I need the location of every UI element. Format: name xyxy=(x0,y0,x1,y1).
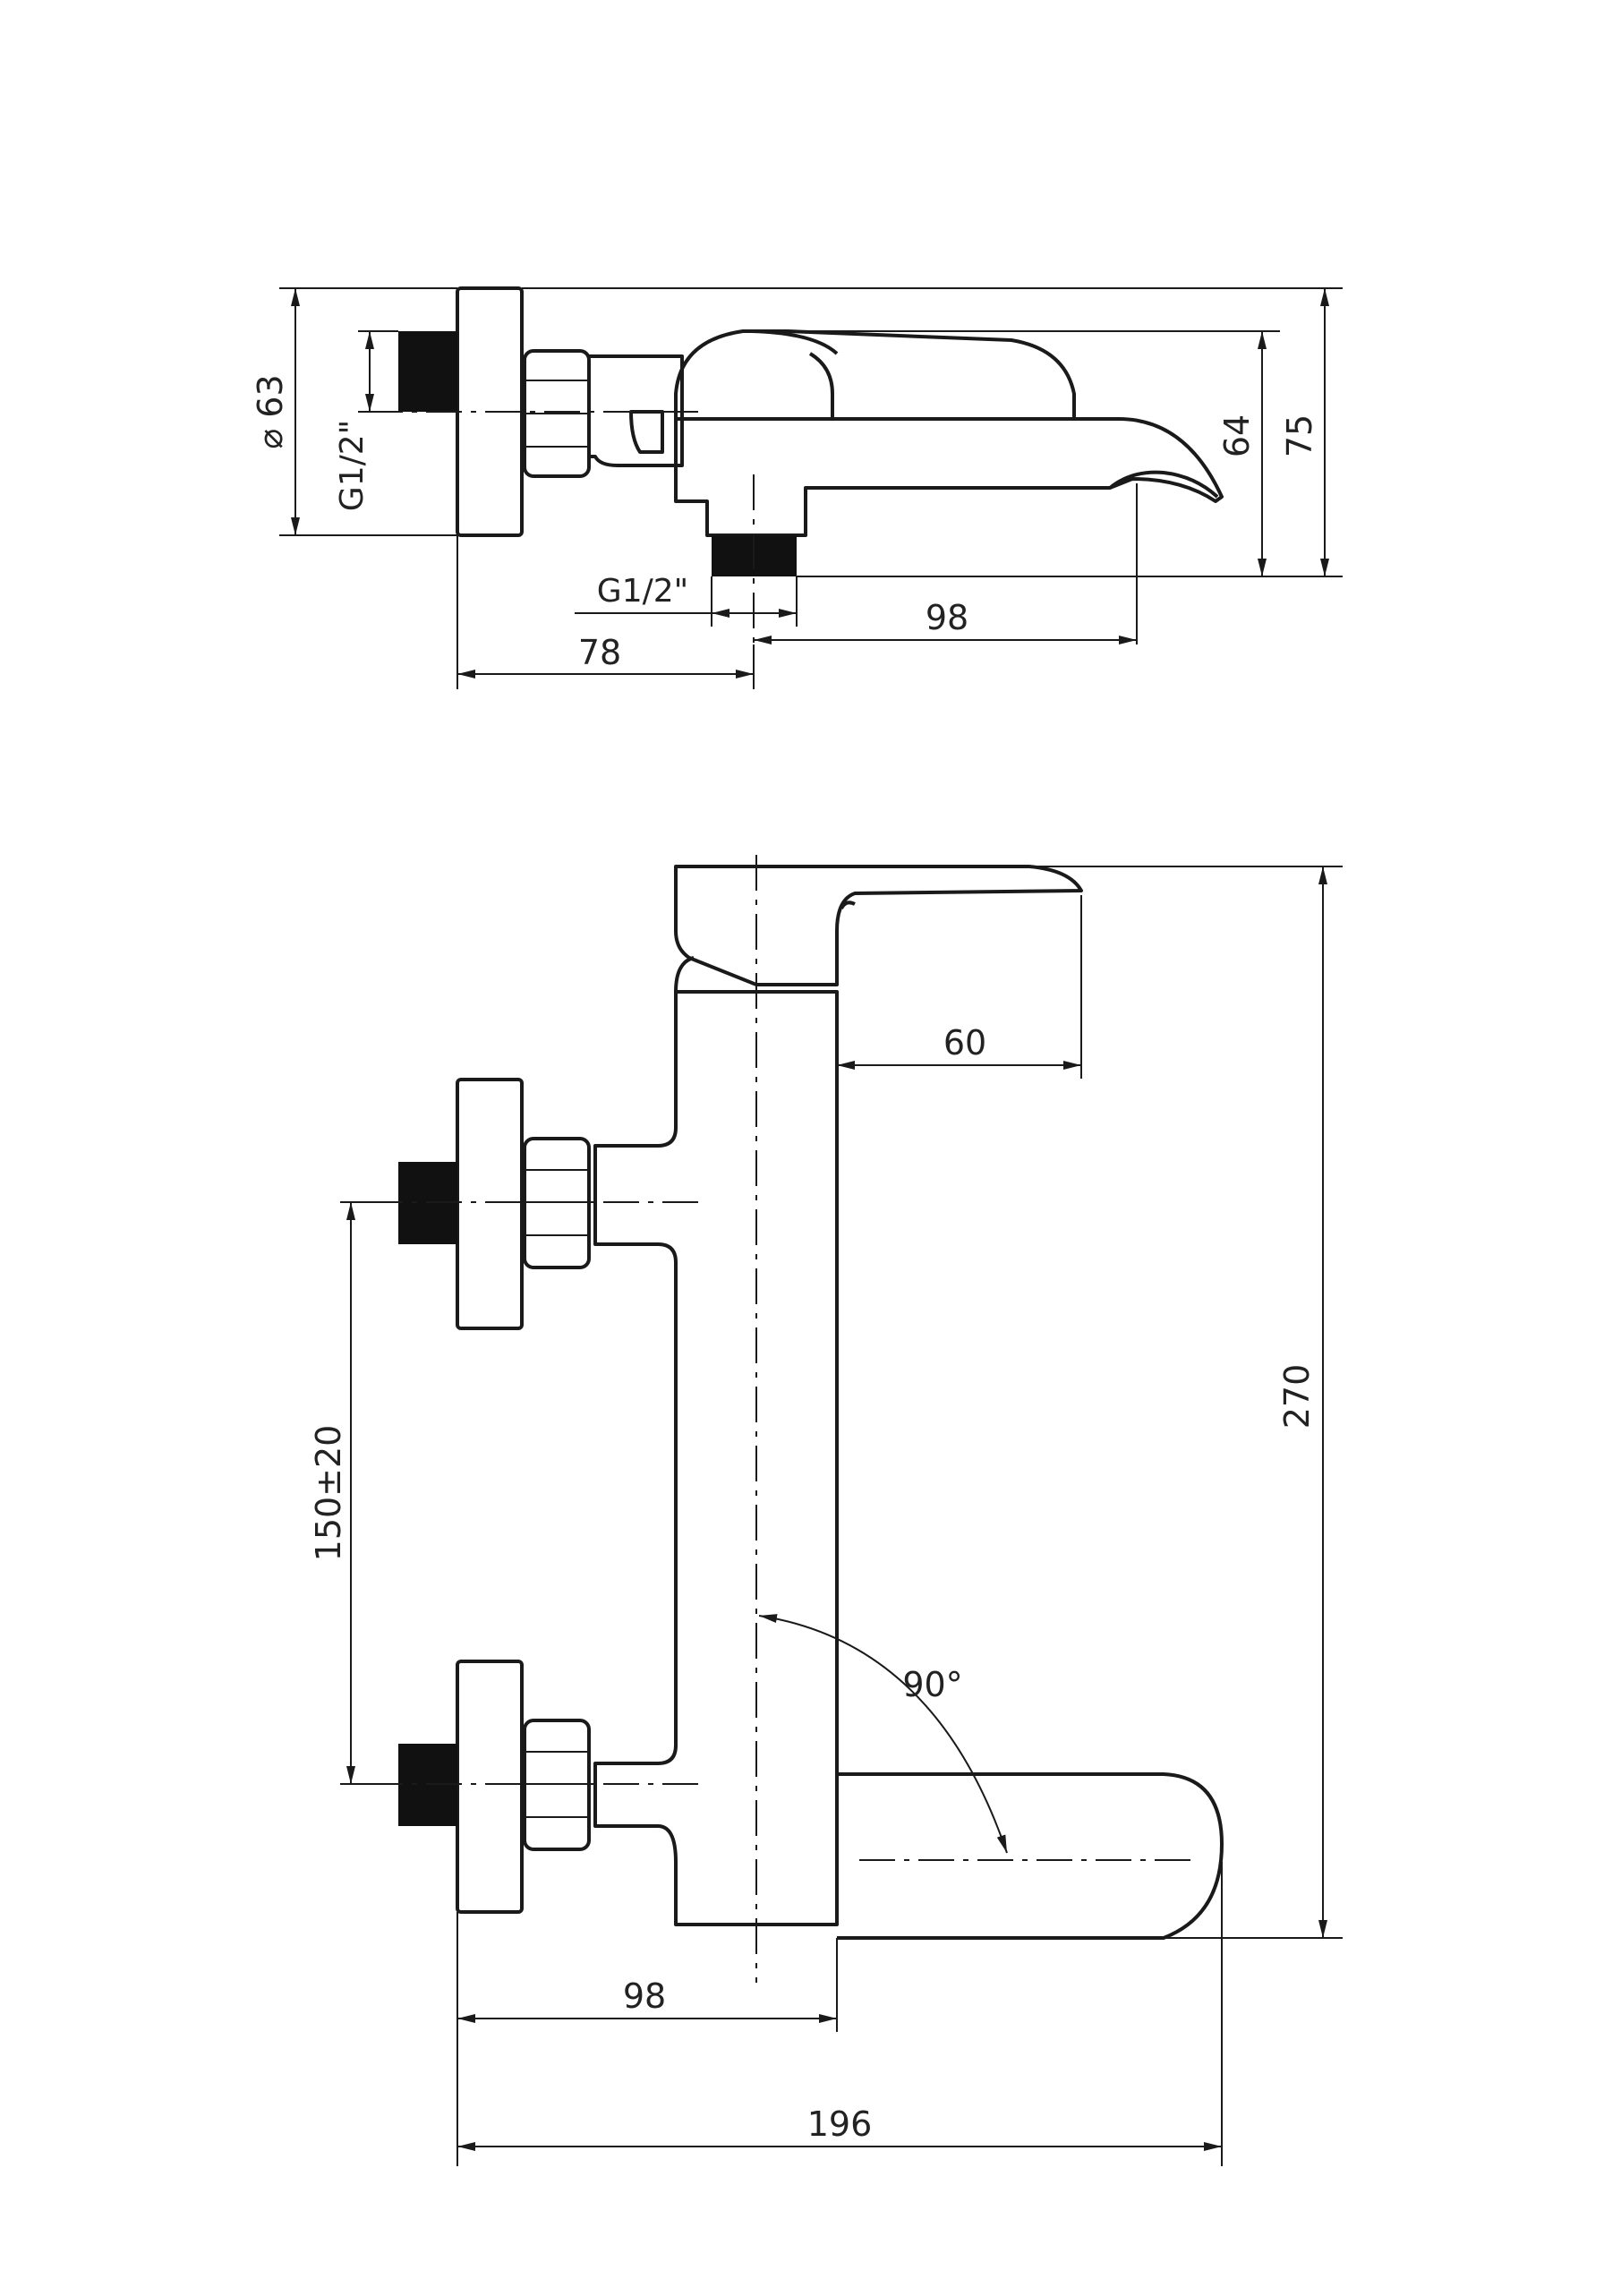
dim-wall-to-outlet: 78 xyxy=(578,633,621,672)
mixer-body-front xyxy=(593,990,839,1926)
mixer-body-top xyxy=(674,417,1224,537)
inlet-thread-top xyxy=(398,331,457,412)
dim-spout-reach: 98 xyxy=(926,598,968,637)
dim-total-width: 196 xyxy=(807,2104,873,2144)
dim-height-64: 64 xyxy=(1217,414,1257,457)
dim-lever-reach: 60 xyxy=(943,1023,986,1063)
lever-cap-top xyxy=(674,329,1076,419)
front-view: 60 150±20 270 90° 98 196 xyxy=(309,855,1343,2166)
lower-wall-flange xyxy=(456,1660,524,1914)
dim-inlet-thread: G1/2" xyxy=(334,420,371,511)
dim-height-75: 75 xyxy=(1280,414,1319,457)
upper-wall-flange xyxy=(456,1078,524,1330)
dim-diameter-label: ⌀ 63 xyxy=(251,374,290,448)
dim-angle: 90° xyxy=(902,1665,962,1704)
dim-total-height: 270 xyxy=(1277,1364,1317,1430)
spout-front xyxy=(837,1772,1224,1940)
dim-body-width: 98 xyxy=(623,1976,666,2016)
dim-outlet-thread: G1/2" xyxy=(597,573,688,610)
top-view: ⌀ 63 G1/2" G1/2" 64 75 98 78 xyxy=(251,286,1343,689)
dim-inlet-spacing: 150±20 xyxy=(309,1425,348,1562)
lever-front xyxy=(674,865,1083,986)
